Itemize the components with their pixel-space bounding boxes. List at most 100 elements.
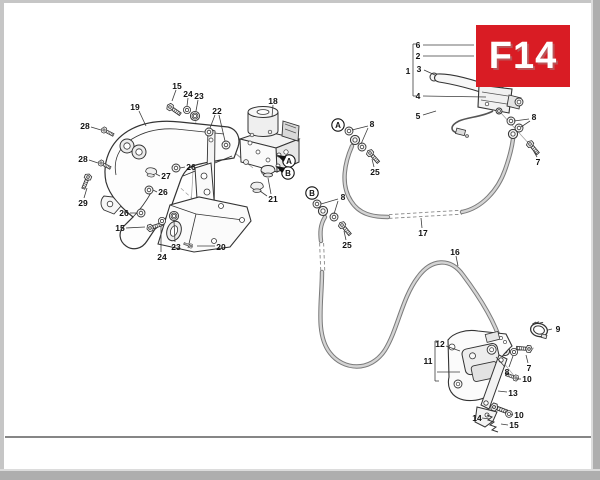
bolt-28a [99, 125, 116, 138]
hose-eye-b [317, 205, 329, 217]
front-bracket-19 [100, 120, 240, 250]
leader-line-15 [125, 226, 146, 229]
callout-3: 3 [417, 64, 422, 74]
callout-7: 7 [527, 363, 532, 373]
leader-line-9 [547, 328, 553, 331]
leader-line-26 [179, 166, 186, 169]
callout-19: 19 [130, 102, 140, 112]
marker-circle-B [281, 166, 295, 180]
callout-25: 25 [370, 167, 380, 177]
leader-line-23 [195, 99, 199, 112]
leader-line-7 [532, 149, 538, 158]
washer-8-a2 [357, 142, 367, 152]
leader-line-4 [422, 95, 487, 98]
leader-line-21 [259, 190, 268, 197]
leader-line-8 [513, 118, 530, 122]
callout-13: 13 [508, 388, 518, 398]
marker-arrow-A [277, 155, 287, 162]
leader-line-17 [420, 217, 423, 229]
hose-eye-r [507, 128, 519, 140]
leader-line-24 [186, 97, 189, 107]
spring-15 [486, 414, 499, 433]
leader-line-8 [351, 125, 369, 131]
leader-line-25 [371, 158, 375, 168]
callout-18: 18 [268, 96, 278, 106]
leader-line-16 [455, 255, 459, 267]
marker-letter-B: B [285, 169, 291, 178]
marker-circle-B [305, 186, 319, 200]
callout-6: 6 [416, 40, 421, 50]
marker-letter-A: A [335, 121, 341, 130]
callout-8: 8 [505, 367, 510, 377]
callout-20: 20 [216, 242, 226, 252]
leader-line-15 [500, 423, 509, 426]
rubber-cap-21b [250, 181, 264, 193]
callout-26: 26 [158, 187, 168, 197]
callout-21: 21 [268, 194, 278, 204]
torque-arm-13 [480, 354, 508, 410]
washer-24-top [182, 105, 192, 115]
leader-line-28 [88, 159, 99, 164]
leader-line-21 [267, 177, 272, 195]
marker-circle-A [331, 118, 345, 132]
callout-26: 26 [119, 208, 129, 218]
master-cylinder-body [477, 84, 513, 114]
callout-28: 28 [78, 154, 88, 164]
callout-8: 8 [532, 112, 537, 122]
rear-brake-hose-16 [318, 214, 507, 369]
leader-line-8 [520, 120, 531, 128]
leader-line-8 [333, 200, 339, 215]
callout-10: 10 [514, 410, 524, 420]
leader-line-8 [360, 127, 369, 145]
rubber-cap-21a [260, 165, 276, 178]
leader-line-7 [525, 354, 529, 364]
callout-23: 23 [194, 91, 204, 101]
front-brake-hose-17 [342, 136, 516, 220]
leader-line-23 [173, 220, 176, 243]
nut-23-top [189, 110, 201, 122]
page-frame-right [591, 0, 600, 480]
callout-15: 15 [509, 420, 519, 430]
washer-26a [171, 163, 181, 173]
leader-line-13 [497, 390, 508, 393]
lower-bracket-20 [157, 196, 252, 253]
leader-line-25 [343, 230, 347, 241]
callout-1: 1 [406, 66, 411, 76]
marker-letter-A: A [286, 157, 292, 166]
leader-line-27 [155, 173, 161, 177]
bolt-15-top [165, 101, 183, 118]
callout-24: 24 [157, 252, 167, 262]
washer-8-r1 [506, 116, 516, 126]
callout-29: 29 [78, 198, 88, 208]
washer-8-b2 [329, 212, 339, 222]
leader-line-10 [510, 413, 514, 416]
leader-line-19 [138, 110, 147, 127]
leader-line-26 [152, 189, 158, 193]
callout-15: 15 [115, 223, 125, 233]
washer-8-b1 [312, 199, 322, 209]
leader-line-8 [320, 198, 339, 205]
callout-8: 8 [370, 119, 375, 129]
leader-line-14 [481, 417, 491, 420]
page-frame-left [0, 0, 4, 480]
hose-clamp-9 [529, 321, 549, 340]
leader-line-8 [508, 355, 514, 368]
leader-line-22 [209, 114, 216, 129]
nut-23-mid [168, 210, 180, 222]
callout-12: 12 [435, 339, 445, 349]
callout-7: 7 [536, 157, 541, 167]
callout-17: 17 [418, 228, 428, 238]
washer-22b [221, 140, 231, 150]
leader-line-15 [171, 89, 177, 102]
callout-27: 27 [161, 171, 171, 181]
callout-24: 24 [183, 89, 193, 99]
washer-26b [144, 185, 154, 195]
hose-eye-a [349, 134, 361, 146]
callout-25: 25 [342, 240, 352, 250]
marker-letter-B: B [309, 189, 315, 198]
callout-5: 5 [416, 111, 421, 121]
page-frame-top [0, 0, 600, 3]
bolt-29 [79, 172, 93, 191]
